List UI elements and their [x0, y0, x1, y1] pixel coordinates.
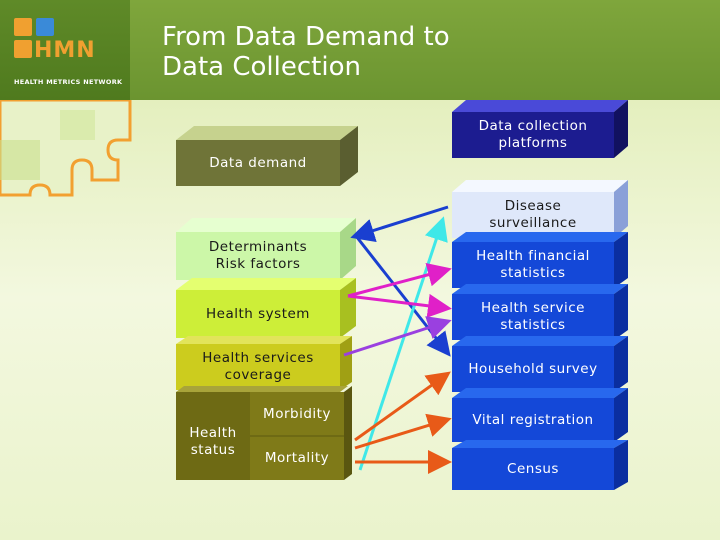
puzzle-decoration [0, 100, 132, 197]
demand-morbidity-label: Morbidity [263, 406, 331, 422]
header-bar: HMN HEALTH METRICS NETWORK From Data Dem… [0, 0, 720, 100]
platform-household-label: Household survey [468, 360, 598, 377]
demand-determinants-box: Determinants Risk factors [176, 218, 356, 280]
demand-health-system-label: Health system [206, 305, 310, 322]
logo-panel: HMN HEALTH METRICS NETWORK [0, 0, 130, 100]
demand-coverage-3d [176, 336, 352, 390]
platform-vital-3d [452, 388, 628, 442]
slide-title: From Data Demand to Data Collection [162, 22, 542, 82]
platform-disease-surveillance-label: Disease surveillance [489, 198, 577, 231]
platform-disease-surveillance-box: Disease surveillance [452, 180, 628, 238]
platform-financial-3d [452, 232, 628, 288]
demand-coverage-box: Health services coverage [176, 336, 352, 390]
demand-coverage-label: Health services coverage [202, 350, 314, 383]
demand-determinants-3d [176, 218, 356, 280]
platform-household-box: Household survey [452, 336, 628, 392]
data-demand-header-3d [176, 126, 358, 186]
demand-health-status-3d [176, 386, 352, 480]
platforms-header-3d [452, 100, 628, 158]
demand-health-system-3d [176, 278, 356, 338]
arrow-orange [354, 371, 452, 474]
demand-health-system-box: Health system [176, 278, 356, 338]
demand-determinants-label: Determinants Risk factors [208, 239, 308, 272]
platform-financial-box: Health financial statistics [452, 232, 628, 288]
platform-vital-box: Vital registration [452, 388, 628, 442]
platform-census-box: Census [452, 440, 628, 490]
logo-chart-icon [36, 18, 54, 36]
data-demand-header-box: Data demand [176, 126, 358, 186]
platform-census-3d [452, 440, 628, 490]
arrow-purple [343, 316, 452, 357]
logo-text: HMN [34, 38, 96, 63]
platforms-header: Data collection platforms [478, 118, 588, 151]
platform-census-label: Census [507, 460, 559, 477]
title-line-2: Data Collection [162, 52, 361, 82]
demand-health-status-box: Health status Morbidity Mortality [176, 386, 352, 480]
arrow-blue [350, 205, 451, 357]
platform-service-stats-3d [452, 284, 628, 340]
platform-service-stats-box: Health service statistics [452, 284, 628, 340]
platform-service-stats-label: Health service statistics [481, 300, 585, 333]
logo-bars-icon [14, 40, 32, 58]
platform-disease-surveillance-3d [452, 180, 628, 238]
arrow-magenta [347, 263, 452, 318]
platform-household-3d [452, 336, 628, 392]
platform-vital-label: Vital registration [472, 411, 594, 428]
demand-mortality-label: Mortality [264, 450, 330, 466]
logo-person-icon [14, 18, 32, 36]
platforms-header-box: Data collection platforms [452, 100, 628, 158]
logo-subtitle: HEALTH METRICS NETWORK [14, 78, 123, 86]
demand-health-status-label: Health status [189, 425, 237, 458]
platform-financial-label: Health financial statistics [476, 248, 590, 281]
title-line-1: From Data Demand to [162, 22, 450, 52]
data-demand-header: Data demand [209, 154, 307, 171]
